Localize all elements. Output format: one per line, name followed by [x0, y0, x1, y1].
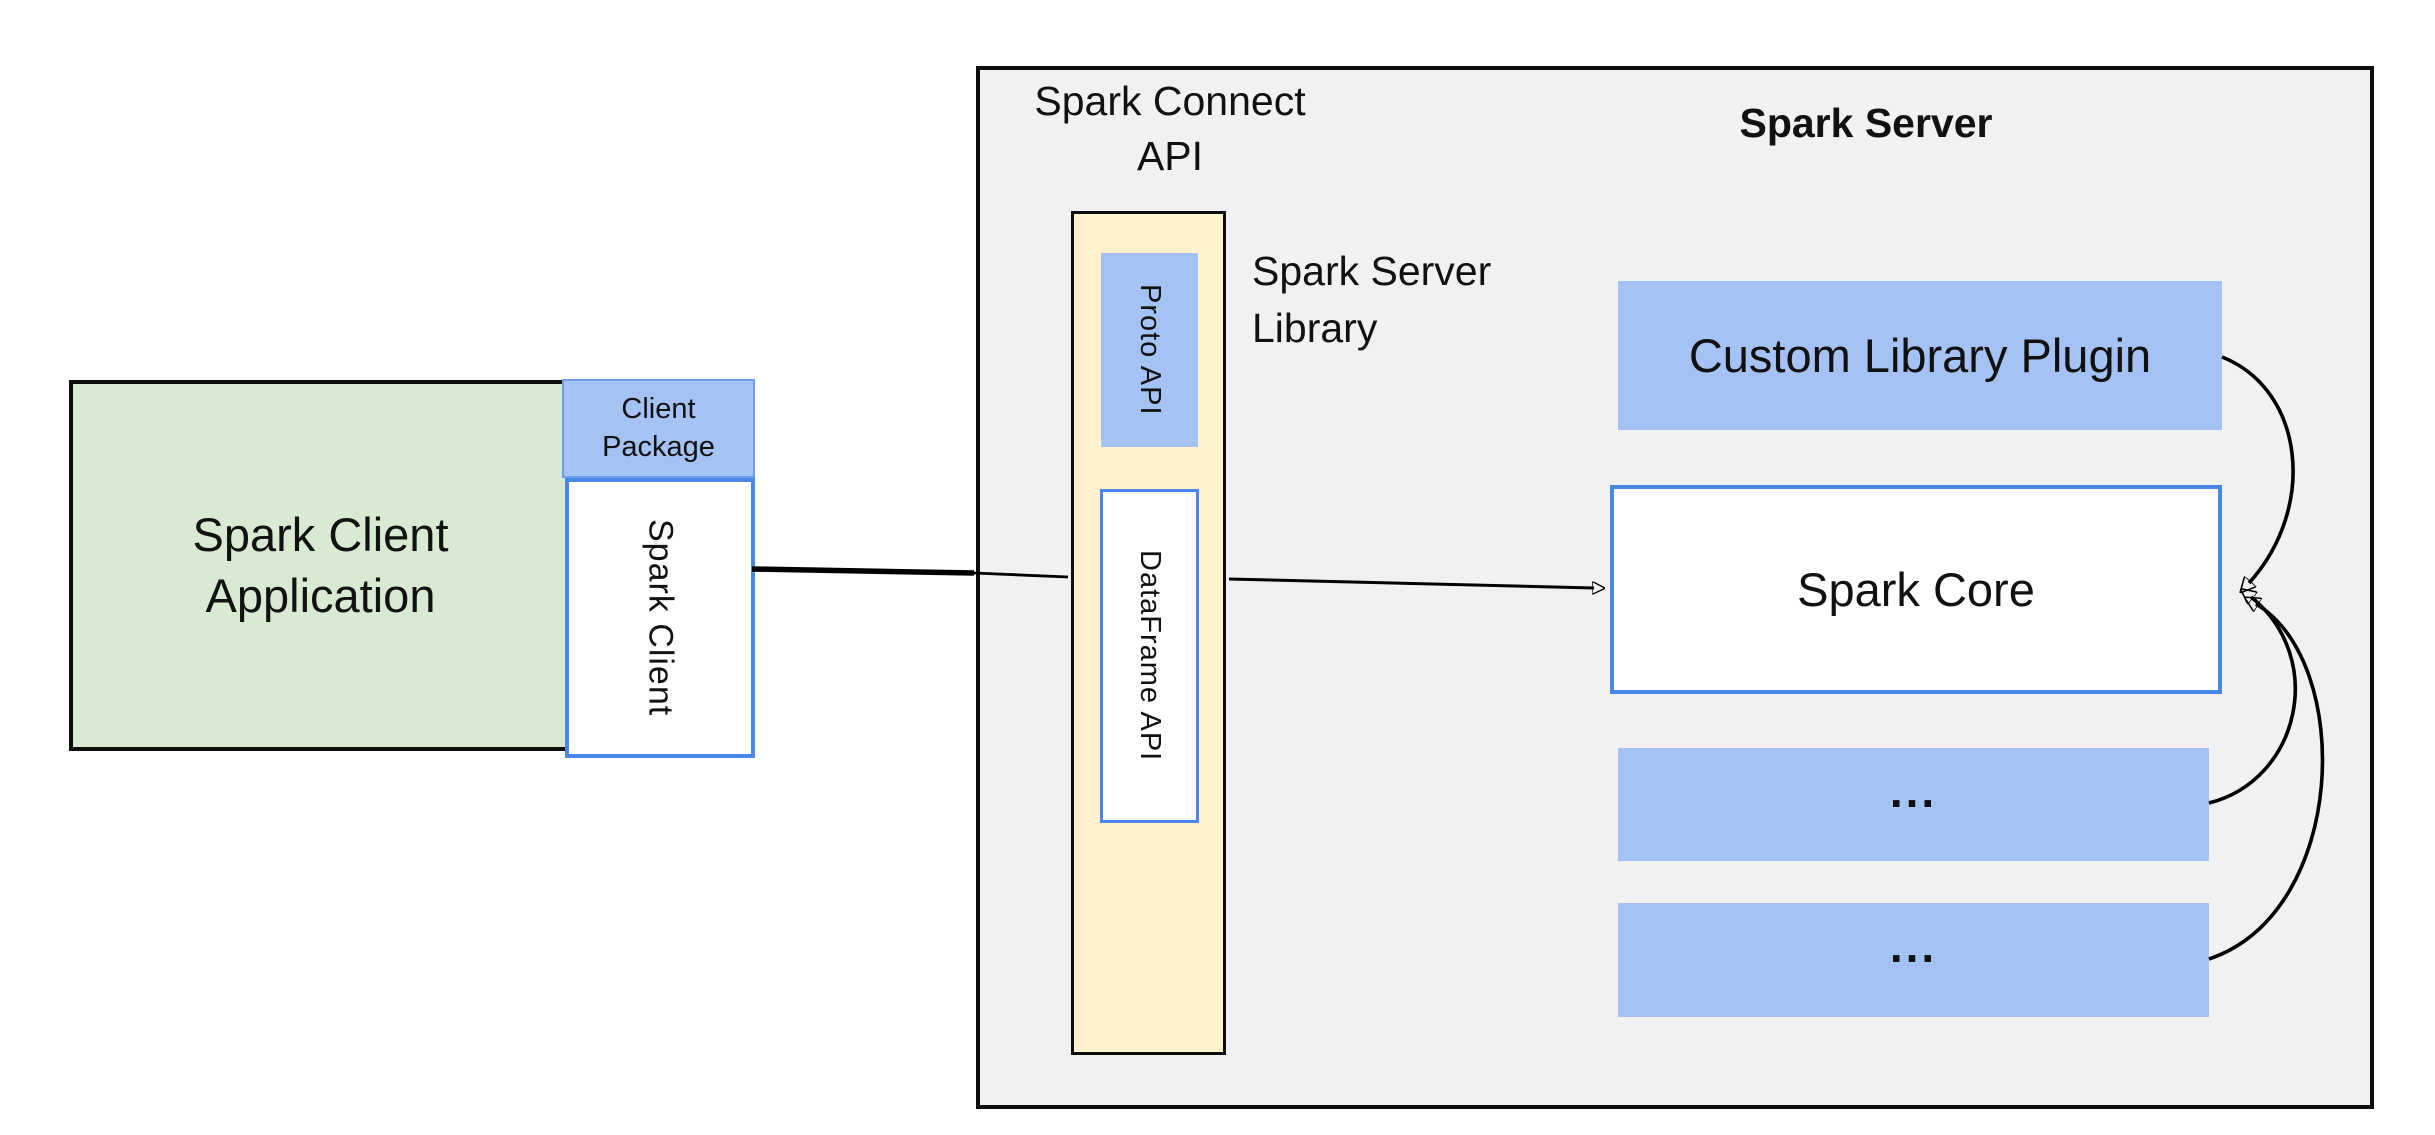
custom-library-plugin-label: Custom Library Plugin [1688, 329, 2152, 382]
spark-client-application-box: Spark Client Application [69, 380, 572, 751]
ellipsis-label-2: ... [1889, 920, 1938, 972]
custom-library-plugin-box: Custom Library Plugin [1618, 281, 2222, 430]
client-package-box: Client Package [562, 379, 755, 478]
dataframe-api-label: DataFrame API [1134, 550, 1166, 762]
spark-core-box: Spark Core [1610, 485, 2222, 694]
spark-connect-api-title: Spark Connect API [1034, 78, 1306, 180]
client-package-label: Client Package [602, 392, 715, 463]
spark-client-box: Spark Client [565, 478, 755, 758]
proto-api-box: Proto API [1101, 253, 1198, 447]
other-plugin-box-1: ... [1618, 748, 2209, 861]
spark-client-label: Spark Client [641, 519, 680, 717]
dataframe-api-box: DataFrame API [1100, 489, 1199, 823]
spark-server-library-label: Spark Server Library [1252, 248, 1492, 351]
ellipsis-label-1: ... [1889, 764, 1938, 817]
spark-client-application-label: Spark Client Application [192, 508, 449, 622]
spark-server-title: Spark Server [1739, 100, 1993, 146]
spark-core-label: Spark Core [1797, 563, 2035, 616]
other-plugin-box-2: ... [1618, 903, 2209, 1017]
proto-api-label: Proto API [1134, 284, 1166, 416]
